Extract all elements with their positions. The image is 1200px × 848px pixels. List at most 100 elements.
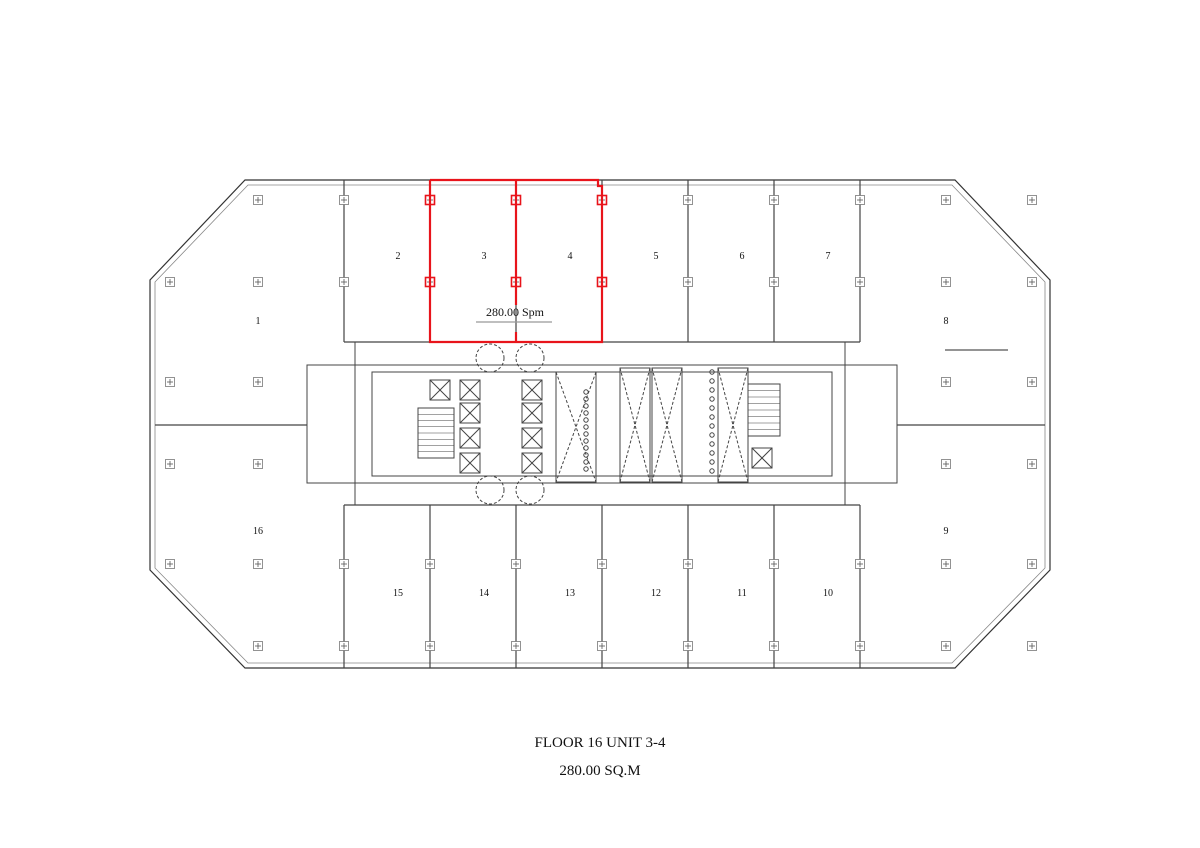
column-marker bbox=[339, 641, 349, 651]
toilet-fixture bbox=[583, 452, 589, 458]
column-marker bbox=[1027, 459, 1037, 469]
unit-label: 6 bbox=[740, 251, 745, 262]
unit-label: 10 bbox=[823, 588, 833, 599]
column-marker bbox=[855, 559, 865, 569]
column-marker bbox=[855, 277, 865, 287]
column-marker bbox=[597, 559, 607, 569]
unit-label: 1 bbox=[256, 316, 261, 327]
door-swing bbox=[515, 475, 545, 505]
column-marker bbox=[683, 277, 693, 287]
elevator-icon bbox=[459, 427, 481, 449]
toilet-fixture bbox=[583, 389, 589, 395]
column-marker bbox=[253, 641, 263, 651]
shaft bbox=[717, 367, 749, 483]
toilet-fixture bbox=[709, 441, 715, 447]
column-marker bbox=[1027, 195, 1037, 205]
elevator-icon bbox=[459, 402, 481, 424]
column-marker bbox=[683, 195, 693, 205]
column-marker bbox=[425, 559, 435, 569]
column-marker bbox=[941, 641, 951, 651]
highlight-area-label: 280.00 Spm bbox=[486, 305, 545, 319]
elevator-icon bbox=[521, 452, 543, 474]
column-marker bbox=[941, 559, 951, 569]
toilet-fixture bbox=[709, 396, 715, 402]
toilet-fixture bbox=[709, 414, 715, 420]
column-marker bbox=[1027, 277, 1037, 287]
toilet-fixture bbox=[583, 410, 589, 416]
column-marker bbox=[941, 377, 951, 387]
column-marker bbox=[769, 195, 779, 205]
unit-label: 9 bbox=[944, 526, 949, 537]
column-marker bbox=[683, 559, 693, 569]
toilet-fixture bbox=[583, 459, 589, 465]
column-marker bbox=[1027, 559, 1037, 569]
column-marker bbox=[769, 559, 779, 569]
toilet-fixture bbox=[583, 396, 589, 402]
building-core bbox=[306, 341, 898, 506]
elevator-icon bbox=[521, 402, 543, 424]
column-marker bbox=[1027, 641, 1037, 651]
column-marker bbox=[339, 559, 349, 569]
stairs bbox=[747, 383, 781, 437]
column-marker bbox=[941, 459, 951, 469]
toilet-fixture bbox=[709, 387, 715, 393]
shaft bbox=[651, 367, 683, 483]
stairs bbox=[417, 407, 455, 459]
unit-walls bbox=[155, 180, 1045, 668]
elevator-icon bbox=[751, 447, 773, 469]
toilet-fixture bbox=[709, 423, 715, 429]
column-marker bbox=[339, 277, 349, 287]
column-marker bbox=[1027, 377, 1037, 387]
unit-label: 3 bbox=[482, 251, 487, 262]
unit-label: 8 bbox=[944, 316, 949, 327]
column-marker bbox=[855, 641, 865, 651]
column-marker bbox=[253, 559, 263, 569]
toilet-fixture bbox=[709, 450, 715, 456]
unit-label: 2 bbox=[396, 251, 401, 262]
column-marker bbox=[511, 559, 521, 569]
toilet-fixture bbox=[709, 378, 715, 384]
column-marker bbox=[597, 641, 607, 651]
elevator-icon bbox=[521, 427, 543, 449]
toilet-fixture bbox=[583, 438, 589, 444]
column-marker bbox=[941, 277, 951, 287]
column-marker bbox=[165, 277, 175, 287]
door-swing bbox=[475, 475, 505, 505]
toilet-fixture bbox=[709, 405, 715, 411]
column-marker bbox=[769, 641, 779, 651]
toilet-fixture bbox=[709, 459, 715, 465]
door-swing bbox=[475, 343, 505, 373]
building-outline bbox=[149, 179, 1051, 669]
unit-area: 280.00 SQ.M bbox=[559, 763, 641, 779]
shaft bbox=[555, 371, 597, 483]
column-marker bbox=[165, 559, 175, 569]
unit-label: 11 bbox=[737, 588, 747, 599]
column-marker bbox=[165, 459, 175, 469]
toilet-fixture bbox=[709, 468, 715, 474]
unit-label: 15 bbox=[393, 588, 403, 599]
elevator-icon bbox=[521, 379, 543, 401]
elevator-icon bbox=[429, 379, 451, 401]
toilet-fixture bbox=[709, 432, 715, 438]
column-marker bbox=[425, 641, 435, 651]
toilet-fixture bbox=[583, 424, 589, 430]
unit-label: 12 bbox=[651, 588, 661, 599]
toilet-fixture bbox=[583, 445, 589, 451]
highlighted-unit-3-4[interactable] bbox=[428, 178, 604, 344]
unit-label: 14 bbox=[479, 588, 489, 599]
column-marker bbox=[769, 277, 779, 287]
unit-label: 4 bbox=[568, 251, 573, 262]
column-marker bbox=[253, 459, 263, 469]
toilet-fixture bbox=[583, 417, 589, 423]
toilet-fixture bbox=[583, 403, 589, 409]
column-marker bbox=[253, 377, 263, 387]
unit-label: 5 bbox=[654, 251, 659, 262]
elevator-icon bbox=[459, 379, 481, 401]
column-marker bbox=[941, 195, 951, 205]
shaft bbox=[619, 367, 651, 483]
column-marker bbox=[683, 641, 693, 651]
unit-label: 13 bbox=[565, 588, 575, 599]
unit-label: 16 bbox=[253, 526, 263, 537]
